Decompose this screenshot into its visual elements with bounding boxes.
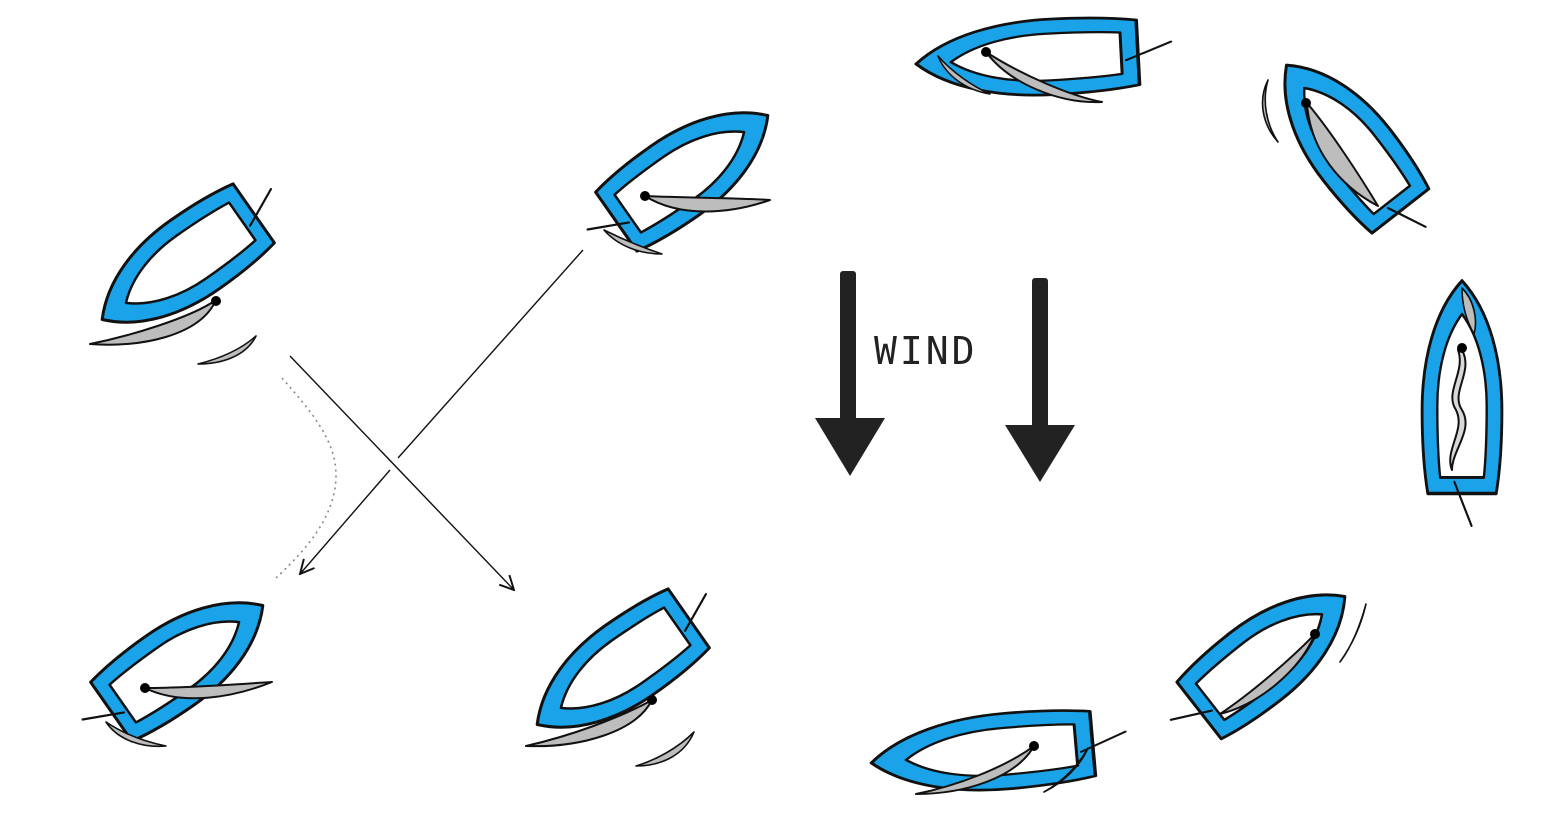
- mast-circle-right: [1457, 343, 1467, 353]
- mast-bottom-middle: [647, 695, 657, 705]
- sail-circle-bottom-right: [1219, 633, 1316, 715]
- jibe-diagram: [866, 11, 1504, 803]
- track-line-down-left: [300, 469, 391, 574]
- mast-circle-bottom-right: [1310, 629, 1320, 639]
- sail-top-left: [89, 299, 217, 346]
- mast-bottom-left: [140, 683, 150, 693]
- sail-circle-right: [1449, 349, 1467, 471]
- jib-circle-bottom-right: [1339, 603, 1367, 663]
- mast-circle-bottom: [1029, 741, 1039, 751]
- jib-bottom-middle: [635, 731, 695, 767]
- boat-circle-right: [1420, 279, 1504, 528]
- boat-circle-bottom-right: [1149, 561, 1373, 763]
- boat-top-middle: [567, 79, 794, 274]
- boat-bottom-middle: [511, 566, 738, 761]
- mast-circle-top: [981, 47, 991, 57]
- wind-arrow-left: [815, 271, 885, 476]
- wind-arrow-right: [1005, 278, 1075, 482]
- wind-indicator: WIND: [815, 271, 1075, 482]
- jib-circle-right: [1461, 287, 1477, 335]
- wind-label: WIND: [874, 329, 978, 373]
- sail-bottom-middle: [525, 699, 653, 748]
- sail-bottom-left: [144, 681, 273, 700]
- jib-bottom-left: [105, 721, 167, 748]
- sail-top-middle: [644, 195, 771, 213]
- mast-circle-top-right: [1301, 98, 1311, 108]
- boat-circle-top-right: [1251, 37, 1453, 261]
- jib-circle-top-right: [1261, 79, 1279, 143]
- track-line-up-right: [397, 249, 584, 459]
- mast-top-middle: [640, 191, 650, 201]
- sail-circle-top-right: [1306, 102, 1379, 207]
- boat-bottom-left: [62, 569, 289, 764]
- track-line-down-right: [289, 355, 514, 590]
- sail-circle-top: [985, 51, 1103, 104]
- track-dotted-curve: [275, 377, 337, 579]
- jib-circle-bottom: [1043, 747, 1089, 793]
- jib-top-left: [197, 335, 257, 365]
- jib-top-middle: [603, 229, 663, 255]
- tack-diagram: [62, 79, 794, 767]
- jib-circle-top: [937, 55, 991, 95]
- boat-circle-bottom: [866, 701, 1132, 803]
- mast-top-left: [211, 296, 221, 306]
- sail-circle-bottom: [915, 745, 1035, 795]
